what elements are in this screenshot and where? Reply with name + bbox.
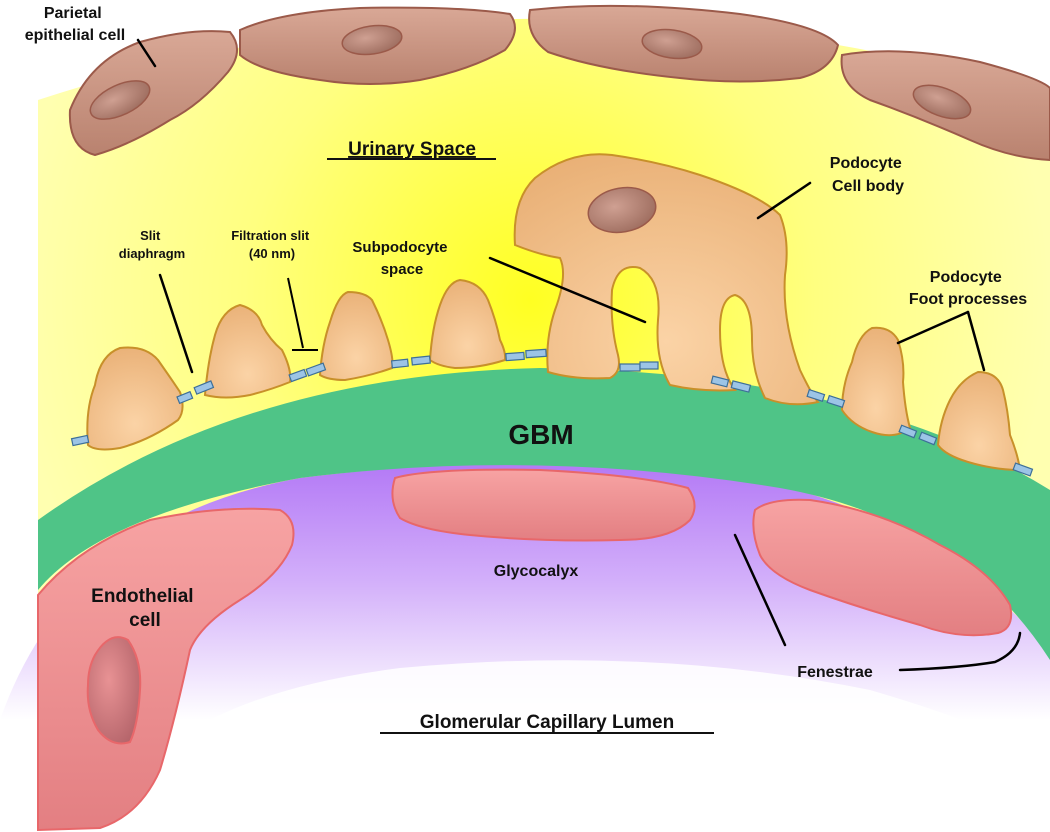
podocyte-nucleus [587,186,657,234]
slit-diaphragm [505,351,525,362]
foot-process [936,370,1022,472]
slit-diaphragm [193,380,215,395]
slit-diaphragm [619,363,641,372]
endothelial-cell [752,498,1013,637]
parietal-cell-nucleus [912,84,972,120]
slit-diaphragm [826,394,846,409]
endothelial-cell [37,507,295,832]
glycocalyx-label: Glycocalyx [494,563,579,580]
fenestrae-label: Fenestrae [797,664,873,681]
fenestrae-leader-curve [898,631,1022,672]
fenestrae-leader [733,533,787,647]
foot-process [86,346,184,451]
endothelial-nucleus [86,636,142,745]
endothelial-cells [37,468,1013,832]
foot-processes-leader [896,310,970,345]
lumen-region [100,660,1050,832]
slit-diaphragm [288,368,308,383]
subpodocyte-leader [488,256,647,324]
filtration-slit-label: Filtration slit (40 nm) [231,228,313,261]
foot-processes-leader [966,310,986,372]
parietal-cell-nucleus [641,28,703,60]
endothelial-cell-label: Endothelial cell [91,586,199,631]
slit-diaphragm [918,431,938,446]
slit-diaphragm [390,358,409,369]
foot-process [428,278,507,370]
slit-diaphragm [898,424,918,439]
slit-diaphragm [525,348,547,359]
slit-diaphragm-label: Slit diaphragm [119,228,185,261]
subpodocyte-space-label: Subpodocyte space [352,239,451,278]
slit-diaphragm [70,434,90,447]
slit-diaphragm [410,355,431,366]
parietal-cell-nucleus [89,80,151,120]
foot-process [840,326,912,437]
slit-diaphragm [305,362,327,377]
leader-lines [136,38,1022,672]
slit-diaphragm [806,388,826,403]
filtration-slit-leader [287,277,304,349]
podocyte-cell-body-label: Podocyte Cell body [830,155,906,195]
urinary-space-label: Urinary Space [348,139,476,160]
podocyte-body-leader [756,181,812,220]
gbm-band [38,368,1050,660]
parietal-epithelial-cells [68,4,1050,162]
podocyte-foot-processes [86,278,1022,472]
parietal-cell-nucleus [341,24,403,56]
slit-diaphragm [639,361,659,370]
foot-process [203,303,292,399]
slit-diaphragm [710,375,730,388]
gbm-label: GBM [508,419,573,450]
parietal-cell-label: Parietal epithelial cell [25,5,125,44]
slit-diaphragm [730,380,752,393]
parietal-cell-leader [136,38,157,68]
slit-diaphragms [70,348,1034,477]
endothelial-cell [391,468,696,542]
slit-diaphragm [176,390,194,405]
glomerular-capillary-lumen-label: Glomerular Capillary Lumen [420,712,674,733]
slit-diaphragm [1012,462,1034,477]
parietal-cell [68,30,238,157]
labels: Parietal epithelial cell Urinary Space P… [25,5,1027,734]
slit-diaphragm-leader [158,273,194,374]
foot-processes-label: Podocyte Foot processes [909,269,1027,308]
foot-process [318,290,394,382]
podocyte-cell-body [513,153,820,406]
